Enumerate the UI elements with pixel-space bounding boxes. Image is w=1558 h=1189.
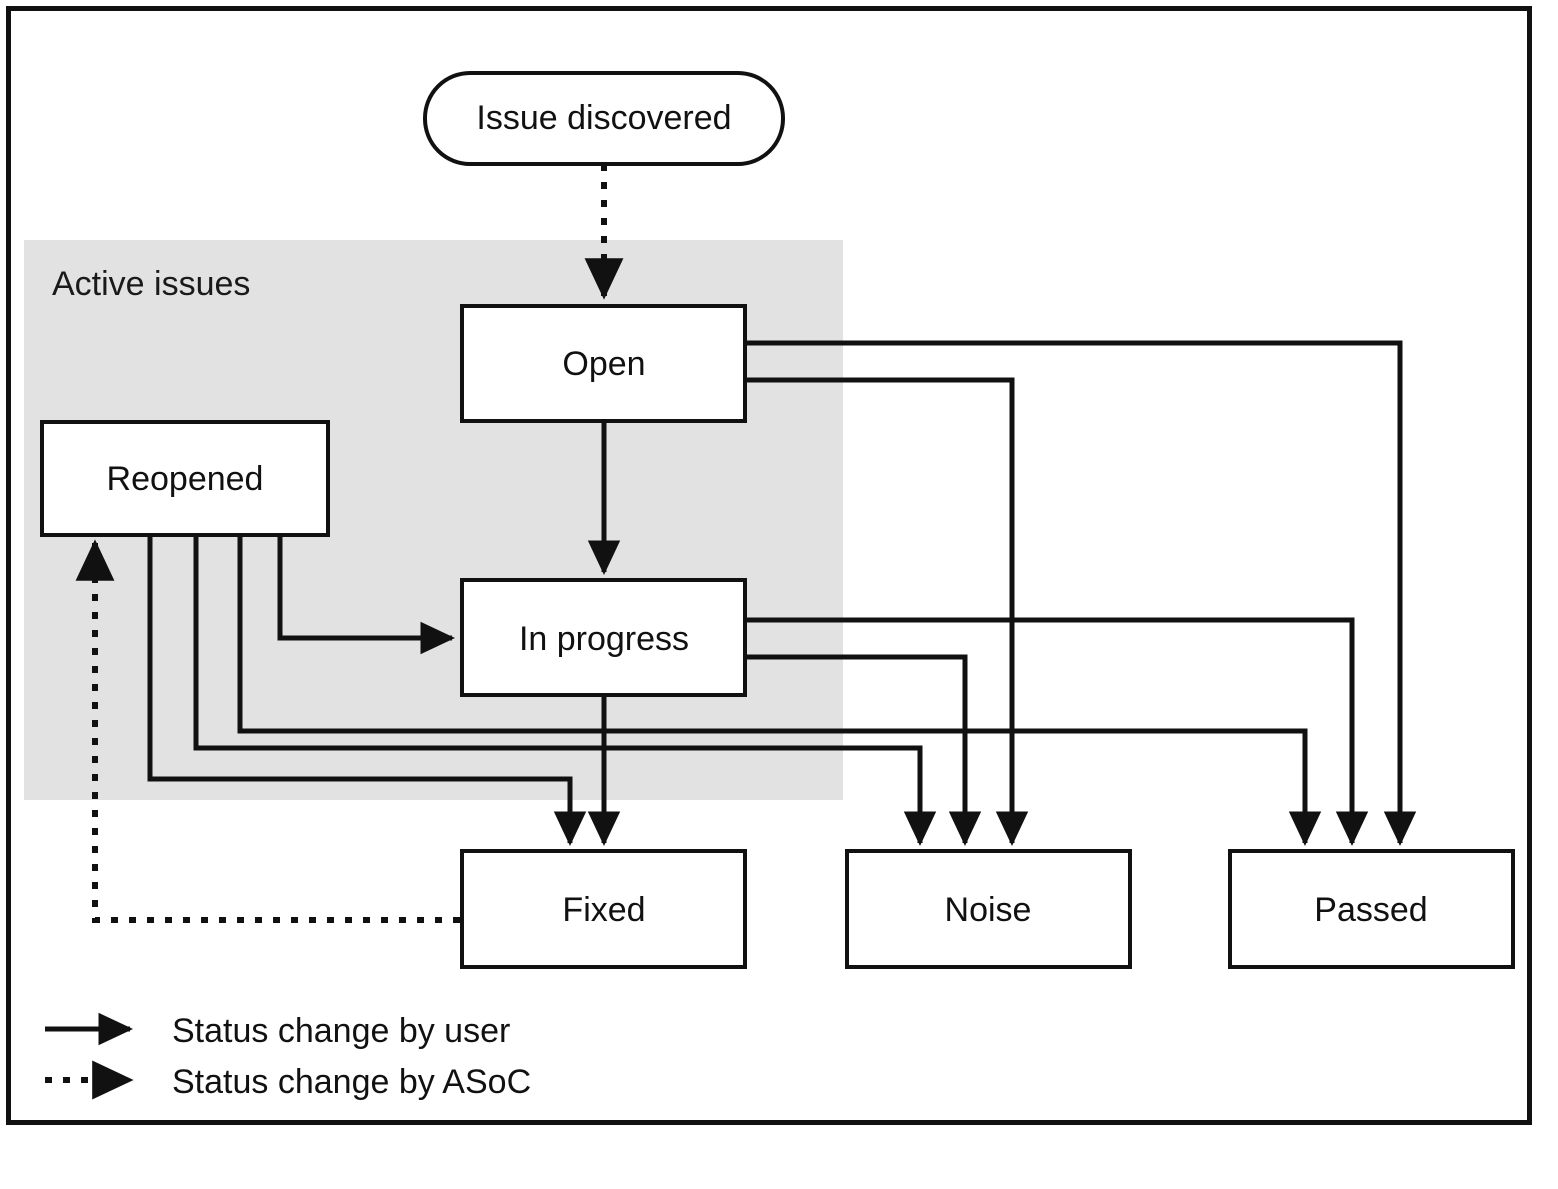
node-reopened-label: Reopened [107, 460, 264, 498]
edge-in-progress-to-passed [745, 617, 1369, 846]
node-fixed[interactable]: Fixed [460, 849, 747, 969]
node-fixed-label: Fixed [562, 891, 645, 929]
node-noise-label: Noise [945, 891, 1032, 929]
node-noise[interactable]: Noise [845, 849, 1132, 969]
legend-item-user-label: Status change by user [172, 1012, 510, 1050]
node-passed[interactable]: Passed [1228, 849, 1515, 969]
node-open-label: Open [562, 345, 645, 383]
legend-item-asoc: Status change by ASoC [45, 1060, 531, 1101]
edge-reopened-to-fixed [147, 535, 587, 846]
edge-open-to-passed [745, 340, 1417, 846]
edge-open-to-noise [745, 377, 1029, 846]
node-in-progress-label: In progress [519, 620, 689, 658]
node-reopened[interactable]: Reopened [40, 420, 330, 537]
edge-reopened-to-passed [237, 535, 1322, 846]
node-issue-discovered[interactable]: Issue discovered [423, 71, 785, 166]
node-in-progress[interactable]: In progress [460, 578, 747, 697]
node-issue-discovered-label: Issue discovered [476, 99, 731, 137]
edge-in-progress-to-noise [745, 654, 982, 846]
edge-reopened-to-in-progress [277, 535, 455, 655]
edge-reopened-to-noise [193, 535, 937, 846]
legend: Status change by user Status change by A… [45, 1012, 531, 1101]
node-open[interactable]: Open [460, 304, 747, 423]
legend-item-asoc-label: Status change by ASoC [172, 1063, 531, 1101]
node-passed-label: Passed [1314, 891, 1427, 929]
legend-item-user: Status change by user [45, 1012, 510, 1050]
edge-fixed-to-reopened [75, 539, 460, 923]
active-issues-label: Active issues [52, 265, 250, 303]
